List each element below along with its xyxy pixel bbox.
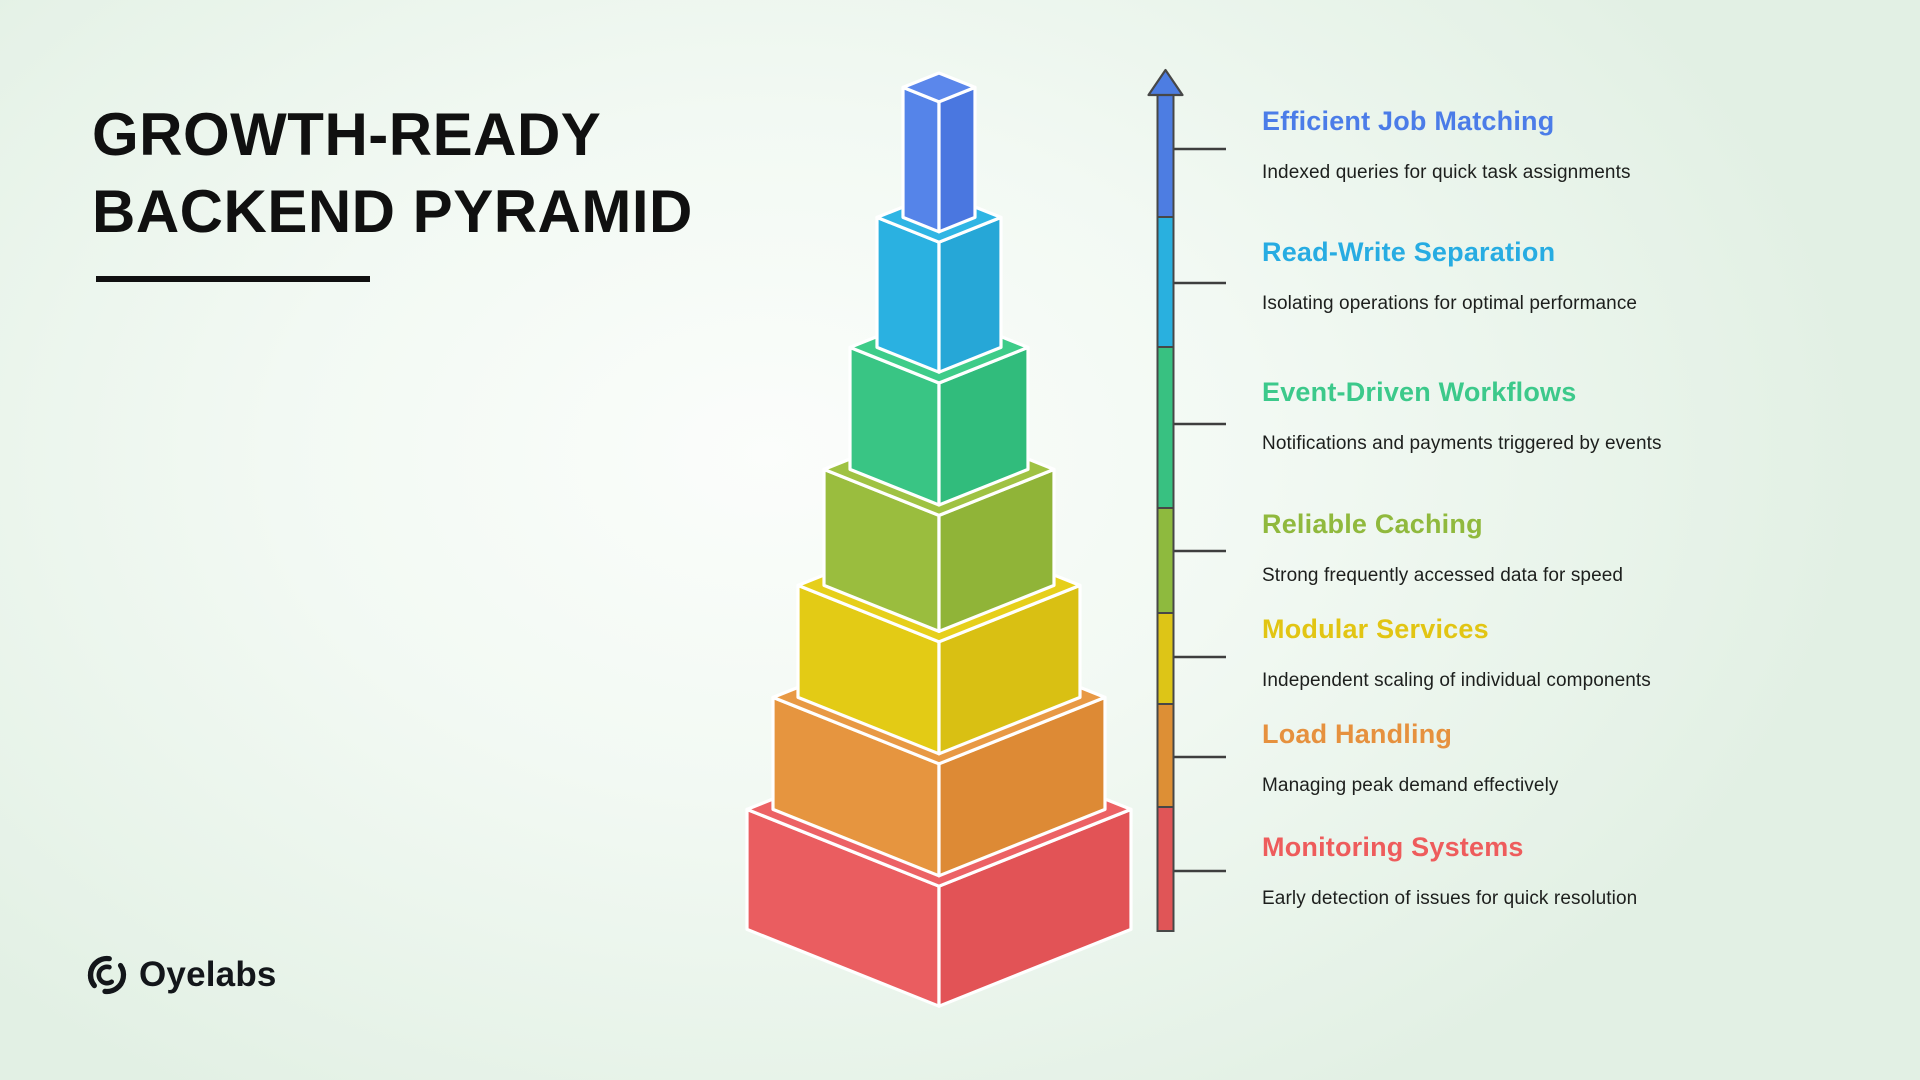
layer-description: Indexed queries for quick task assignmen… (1262, 162, 1631, 183)
scale-bar-segment-6 (1156, 806, 1175, 932)
layer-row-event-driven-workflows: Event-Driven Workflows Notifications and… (1262, 377, 1902, 455)
scale-bar-segment-1 (1156, 216, 1175, 348)
scale-bar-segment-4 (1156, 612, 1175, 705)
layer-title: Load Handling (1262, 719, 1453, 749)
layer-description: Strong frequently accessed data for spee… (1262, 565, 1624, 586)
layer-row-reliable-caching: Reliable Caching Strong frequently acces… (1262, 509, 1902, 587)
scale-bar-segment-3 (1156, 507, 1175, 614)
page-title-line2: BACKEND PYRAMID (92, 178, 693, 245)
layer-title: Modular Services (1262, 614, 1489, 644)
logo: Oyelabs (86, 954, 277, 996)
layer-row-load-handling: Load Handling Managing peak demand effec… (1262, 719, 1902, 797)
scale-bar-segment-5 (1156, 703, 1175, 808)
layer-row-read-write-separation: Read-Write Separation Isolating operatio… (1262, 237, 1902, 315)
scale-bar (1147, 68, 1226, 932)
layer-title: Read-Write Separation (1262, 237, 1556, 267)
layer-description: Independent scaling of individual compon… (1262, 670, 1651, 691)
layer-row-monitoring-systems: Monitoring Systems Early detection of is… (1262, 832, 1902, 910)
logo-text: Oyelabs (139, 955, 277, 994)
layer-title: Efficient Job Matching (1262, 106, 1555, 136)
page-title: GROWTH-READY BACKEND PYRAMID (92, 96, 693, 250)
layer-description: Isolating operations for optimal perform… (1262, 293, 1638, 314)
oyelabs-logo-icon (87, 955, 127, 995)
scale-bar-segment-0 (1156, 92, 1175, 218)
layer-description: Managing peak demand effectively (1262, 775, 1559, 796)
layer-description: Early detection of issues for quick reso… (1262, 888, 1638, 909)
scale-arrow-icon (1147, 68, 1184, 97)
layer-title: Reliable Caching (1262, 509, 1483, 539)
pyramid-box-0 (901, 71, 977, 234)
layer-title: Monitoring Systems (1262, 832, 1524, 862)
layer-title: Event-Driven Workflows (1262, 377, 1577, 407)
page-title-line1: GROWTH-READY (92, 101, 602, 168)
layer-row-efficient-job-matching: Efficient Job Matching Indexed queries f… (1262, 106, 1902, 184)
layer-row-modular-services: Modular Services Independent scaling of … (1262, 614, 1902, 692)
scale-bar-segment-2 (1156, 346, 1175, 509)
layer-description: Notifications and payments triggered by … (1262, 433, 1662, 454)
title-underline (96, 276, 370, 282)
